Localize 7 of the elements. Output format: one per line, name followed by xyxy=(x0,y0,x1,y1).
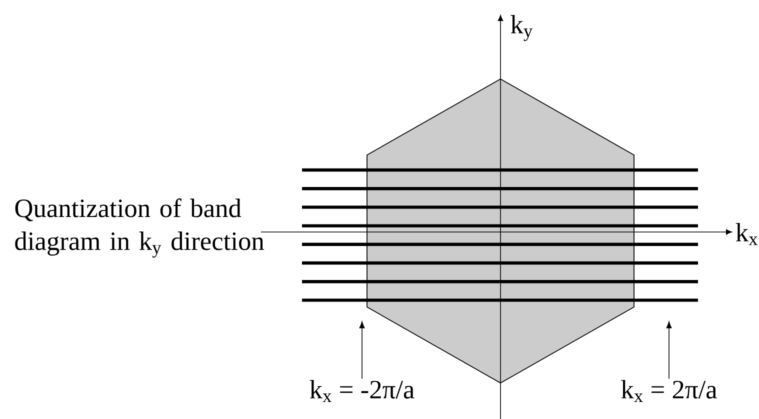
axis-label: k$_{y}$ xyxy=(510,14,533,42)
arrow xyxy=(666,321,672,380)
annotation-text: Quantization of band diagram in k$_{y}$ direction xyxy=(15,198,264,258)
arrow xyxy=(359,321,365,380)
boundary-label: k$_{x}$ = -2π/a xyxy=(310,380,414,402)
boundary-label: k$_{x}$ = 2π/a xyxy=(621,380,717,402)
axis-label: k$_{x}$ xyxy=(736,222,758,246)
